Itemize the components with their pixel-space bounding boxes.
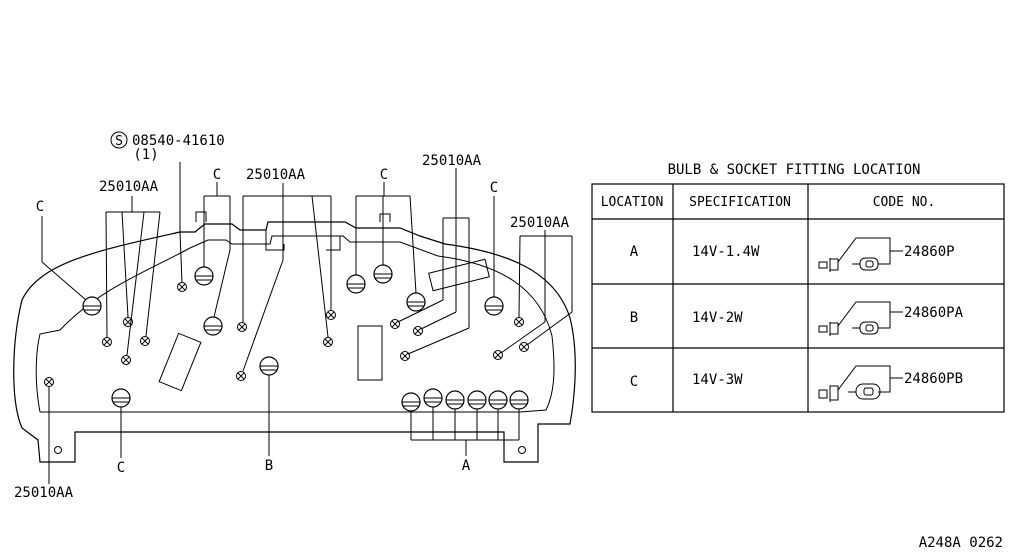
bolt-prefix: S (115, 134, 123, 149)
screw-icon (102, 337, 112, 347)
socket-bulb-icon (818, 301, 903, 336)
cluster-housing (13, 211, 576, 463)
row-location: A (630, 244, 639, 260)
header-code-no: CODE NO. (873, 195, 936, 210)
row-spec: 14V-1.4W (692, 244, 760, 260)
screw-icon (237, 322, 247, 332)
row-code: 24860PB (904, 371, 963, 387)
screw-icon (413, 326, 423, 336)
location-a-label: A (462, 458, 471, 474)
bulb-a-2 (423, 388, 443, 408)
gauge-window-center (357, 325, 383, 381)
bulb-a-4 (467, 390, 487, 410)
screws (44, 282, 529, 387)
screw-icon (400, 351, 410, 361)
location-c-label-right: C (490, 180, 498, 196)
row-code: 24860P (904, 244, 955, 260)
figure-id: A248A 0262 (919, 535, 1003, 551)
bulb-c-bottom (111, 388, 131, 408)
bulb-c-center-2 (373, 264, 393, 284)
bolt-quantity: (1) (133, 147, 158, 163)
location-c-label-center: C (380, 167, 388, 183)
mount-hole-left (54, 446, 62, 454)
screw-icon (326, 310, 336, 320)
bulb-b (259, 356, 279, 376)
screw-icon (177, 282, 187, 292)
screw-code-label-bottom-left: 25010AA (14, 485, 74, 501)
bulb-c-upper-left (194, 266, 214, 286)
row-spec: 14V-3W (692, 372, 743, 388)
bolt-s-icon (110, 131, 128, 149)
screw-code-label-far-right: 25010AA (510, 215, 570, 231)
screw-code-label-right-center: 25010AA (422, 153, 482, 169)
bulb-c-mid-left (203, 316, 223, 336)
table-row: B 14V-2W 24860PA (630, 301, 964, 336)
socket-bulb-icon (818, 365, 903, 402)
screw-code-label-left: 25010AA (99, 179, 159, 195)
screw-icon (514, 317, 524, 327)
screw-icon (390, 319, 400, 329)
screw-icon (493, 350, 503, 360)
bulb-a-6 (509, 390, 529, 410)
display-window-right (428, 258, 490, 292)
leader-lines (41, 162, 573, 484)
socket-bulb-icon (818, 237, 903, 272)
bulb-sockets (82, 264, 529, 412)
location-c-label-top-left: C (36, 199, 44, 215)
screw-code-label-center: 25010AA (246, 167, 306, 183)
bulb-c-right (484, 296, 504, 316)
table-row: C 14V-3W 24860PB (630, 365, 963, 402)
gauge-window-left (158, 332, 202, 392)
location-b-label: B (265, 458, 273, 474)
table-title: BULB & SOCKET FITTING LOCATION (668, 162, 921, 178)
bulb-c-left (82, 296, 102, 316)
row-location: B (630, 310, 638, 326)
bulb-a-1 (401, 392, 421, 412)
header-specification: SPECIFICATION (689, 195, 791, 210)
screw-icon (236, 371, 246, 381)
bulb-a-5 (488, 390, 508, 410)
screw-icon (323, 337, 333, 347)
row-code: 24860PA (904, 305, 964, 321)
mount-hole-right (518, 446, 526, 454)
location-c-label-upper-left: C (213, 167, 221, 183)
bulb-a-3 (445, 390, 465, 410)
screw-icon (44, 377, 54, 387)
row-spec: 14V-2W (692, 310, 743, 326)
header-location: LOCATION (601, 195, 664, 210)
bolt-part-code: 08540-41610 (132, 133, 225, 149)
bulb-c-center-3 (406, 292, 426, 312)
screw-icon (121, 355, 131, 365)
screw-icon (140, 336, 150, 346)
table-row: A 14V-1.4W 24860P (630, 237, 955, 272)
row-location: C (630, 374, 638, 390)
location-c-label-bottom: C (117, 460, 125, 476)
screw-icon (519, 342, 529, 352)
diagram-labels: S 08540-41610 (1) 25010AA 25010AA 25010A… (14, 131, 570, 501)
bulb-c-center-1 (346, 274, 366, 294)
bulb-socket-table: BULB & SOCKET FITTING LOCATION LOCATION … (591, 162, 1005, 413)
